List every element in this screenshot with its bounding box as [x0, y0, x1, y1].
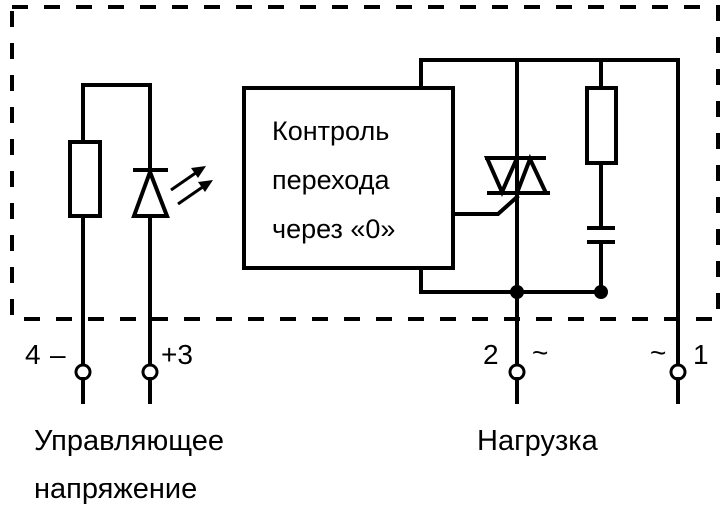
caption-load: Нагрузка — [477, 425, 599, 457]
triac-triangle-down — [483, 156, 521, 197]
output-bottom-wire — [419, 266, 603, 294]
terminal-1-sign: ~ — [650, 337, 666, 368]
terminal-2[interactable] — [508, 363, 526, 404]
caption-control-line-2: напряжение — [34, 473, 197, 505]
light-arrowhead-1 — [191, 166, 206, 178]
terminal-2-number: 2 — [483, 339, 499, 370]
terminal-3-label: +3 — [161, 339, 193, 370]
terminal-1-number: 1 — [693, 339, 709, 370]
light-arrowhead-2 — [198, 180, 213, 192]
control-block-line-3: через «0» — [272, 214, 395, 244]
junction-dot-snubber — [594, 285, 608, 299]
terminal-3-circle[interactable] — [141, 363, 159, 381]
terminal-4-circle[interactable] — [74, 363, 92, 381]
input-resistor-branch — [68, 83, 152, 367]
caption-control-line-1: Управляющее — [34, 425, 224, 457]
triac-triangle-up — [514, 153, 550, 195]
terminal-2-sign: ~ — [532, 337, 548, 368]
terminal-1[interactable] — [669, 363, 687, 404]
snubber-resistor-icon — [585, 86, 618, 165]
terminal-4[interactable] — [74, 363, 92, 404]
terminal-1-circle[interactable] — [669, 363, 687, 381]
control-block-line-1: Контроль — [272, 116, 389, 146]
input-top-wire — [81, 83, 152, 172]
led-icon — [131, 166, 213, 367]
output-top-wire — [419, 58, 680, 404]
snubber-branch — [585, 58, 618, 294]
junction-dot-triac — [510, 285, 524, 299]
terminal-4-number: 4 — [25, 339, 41, 370]
input-resistor-icon — [68, 140, 102, 218]
control-block-line-2: перехода — [272, 165, 390, 195]
terminal-2-circle[interactable] — [508, 363, 526, 381]
device-enclosure-dashed — [10, 5, 720, 321]
triac-icon — [453, 153, 550, 216]
triac-gate-wire — [453, 194, 520, 216]
terminal-3[interactable] — [141, 363, 159, 404]
zero-cross-control-block — [242, 86, 455, 270]
led-triangle — [131, 166, 170, 218]
terminal-4-sign: – — [50, 339, 66, 370]
